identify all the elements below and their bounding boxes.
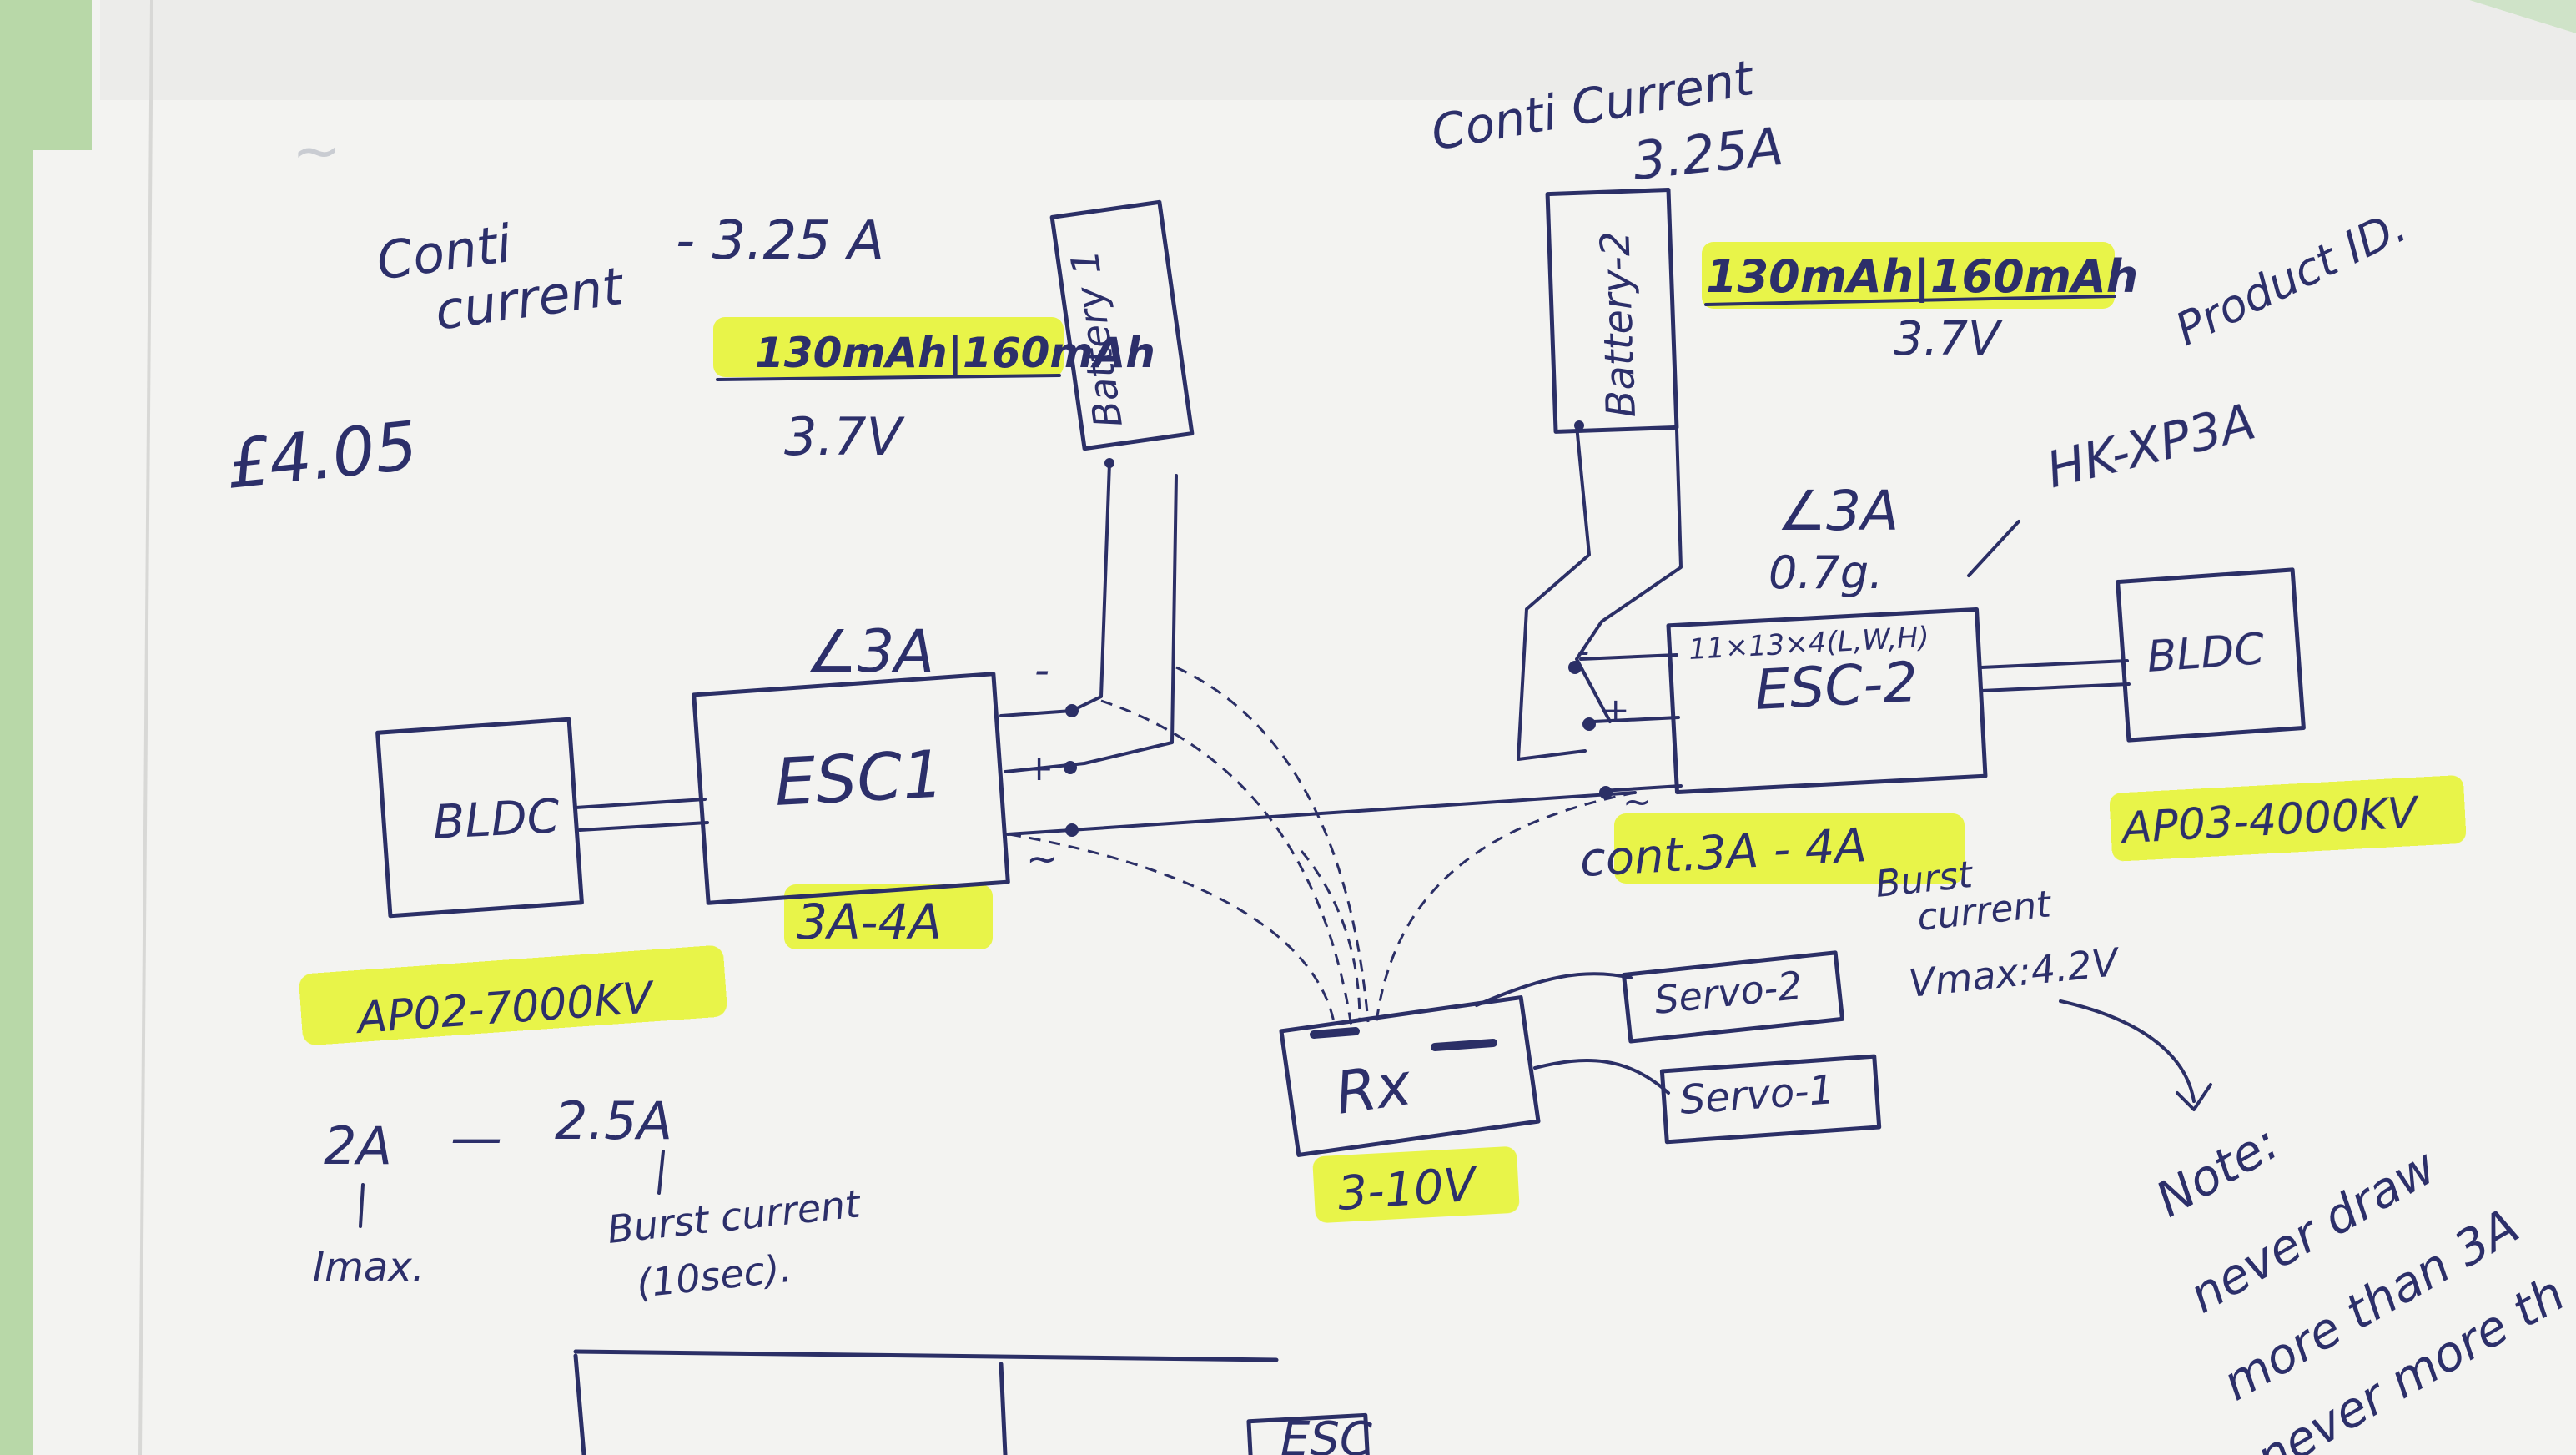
- right-burst-label: Burst: [1874, 853, 1976, 906]
- esc2-label: ESC-2: [1753, 650, 1919, 722]
- left-cont-current-value: - 3.25 A: [676, 210, 884, 272]
- burst-value: 2.5A: [555, 1090, 672, 1151]
- pointer-model: [1967, 520, 2020, 577]
- page-fold: [138, 0, 153, 1455]
- paper-top-shade: [100, 0, 2576, 100]
- wire-rx-servo1: [1533, 1059, 1670, 1095]
- battery2-label: Battery-2: [1592, 230, 1645, 419]
- bottom-esc-label: ESC: [1280, 1412, 1372, 1455]
- esc1-current: 3A-4A: [797, 894, 942, 950]
- esc2-pin-signal: ~: [1623, 781, 1652, 822]
- rx-connector: [1310, 1027, 1497, 1051]
- imax-label: Imax.: [313, 1244, 425, 1291]
- highlight-rx-voltage: [1312, 1146, 1520, 1223]
- wire-rx-servo2: [1475, 972, 1633, 1007]
- imax-dash: —: [450, 1107, 502, 1168]
- rx-label: Rx: [1331, 1050, 1416, 1128]
- wire-esc1-bat1-plus: [1004, 474, 1178, 773]
- esc1-label: ESC1: [772, 737, 945, 820]
- wire-bldc-esc1: [574, 798, 709, 832]
- esc2-box: [1666, 607, 1988, 795]
- esc-bottom-box: [1246, 1412, 1373, 1455]
- dashed-wire-center: [1300, 850, 1361, 1023]
- arrow-to-note: [2059, 999, 2212, 1111]
- rx-box: [1279, 995, 1541, 1157]
- servo1-label: Servo-1: [1678, 1066, 1836, 1124]
- bldc-left-box: [375, 717, 584, 919]
- terminal-esc2-signal: [1599, 786, 1613, 799]
- terminal-esc1-minus: [1065, 704, 1079, 717]
- terminal-bat2-minus: [1574, 420, 1584, 430]
- paper-sheet: [33, 0, 2576, 1455]
- wire-esc2-minus: [1579, 653, 1678, 661]
- ghost-text: ~: [292, 117, 341, 185]
- highlight-left-motor: [299, 945, 727, 1045]
- dashed-wire-esc1-rx: [1009, 833, 1336, 1027]
- wire-bat2-esc2-minus: [1517, 424, 1591, 761]
- left-battery-voltage: 3.7V: [784, 406, 906, 467]
- terminal-esc1-plus: [1064, 761, 1077, 774]
- esc2-weight: 0.7g.: [1768, 546, 1883, 599]
- right-battery-voltage: 3.7V: [1894, 312, 2003, 366]
- esc1-rating: ∠3A: [805, 617, 934, 686]
- terminal-esc1-signal: [1065, 823, 1079, 837]
- bldc-right-label: BLDC: [2146, 624, 2267, 682]
- esc2-pin-plus: +: [1602, 692, 1630, 730]
- esc1-pin-minus: -: [1034, 646, 1049, 694]
- left-capacity-underline: [716, 374, 1061, 381]
- terminal-esc2-plus: [1582, 717, 1596, 731]
- esc2-rating: ∠3A: [1777, 479, 1899, 543]
- servo1-box: [1659, 1054, 1882, 1145]
- imax-value: 2A: [324, 1115, 392, 1176]
- highlight-cont-range: [1614, 813, 1965, 884]
- bottom-table-line: [573, 1349, 1279, 1362]
- servo2-box: [1622, 950, 1844, 1044]
- esc1-pin-plus: +: [1024, 748, 1054, 788]
- dashed-wire-esc2-rx: [1375, 791, 1636, 1023]
- highlight-esc1-current: [784, 884, 993, 949]
- rx-voltage: 3-10V: [1336, 1157, 1480, 1221]
- left-battery-capacity: 130mAh|160mAh: [755, 329, 1155, 377]
- wire-esc2-plus: [1592, 716, 1680, 723]
- wire-esc2-signal: [1600, 784, 1683, 793]
- highlight-right-capacity: [1702, 242, 2115, 309]
- battery2-box: [1545, 188, 1679, 434]
- dashed-wire-esc1-rx-3: [1175, 666, 1370, 1023]
- wire-bat2-esc2-plus: [1575, 428, 1683, 723]
- right-battery-capacity: 130mAh|160mAh: [1706, 250, 2138, 303]
- bldc-left-label: BLDC: [431, 789, 561, 850]
- wire-signal-main: [1006, 791, 1637, 836]
- dashed-signal-wires: [1009, 666, 1636, 1027]
- receiver-annotations: Rx 3-10V Servo-2 Servo-1: [1331, 963, 1836, 1221]
- terminal-esc2-minus: [1568, 661, 1582, 674]
- esc2-pin-minus: -: [1577, 631, 1589, 672]
- esc1-pin-signal: ~: [1026, 836, 1059, 881]
- highlight-right-motor: [2109, 775, 2467, 862]
- terminal-bat1-minus: [1104, 458, 1114, 468]
- battery1-box: [1049, 199, 1195, 451]
- wire-esc1-bat1-minus: [999, 461, 1111, 717]
- burst-tick: [657, 1150, 665, 1195]
- imax-tick: [359, 1183, 365, 1228]
- right-capacity-underline: [1704, 295, 2116, 306]
- wire-esc2-bldc: [1980, 659, 2131, 692]
- wire-terminals: [1064, 420, 1613, 837]
- bottom-table-dividers: [573, 1353, 1008, 1455]
- wires: [574, 424, 2212, 1111]
- dashed-wire-esc1-rx-2: [1100, 699, 1353, 1027]
- highlight-left-capacity: [713, 317, 1064, 377]
- highlighter-marks: [299, 242, 2467, 1223]
